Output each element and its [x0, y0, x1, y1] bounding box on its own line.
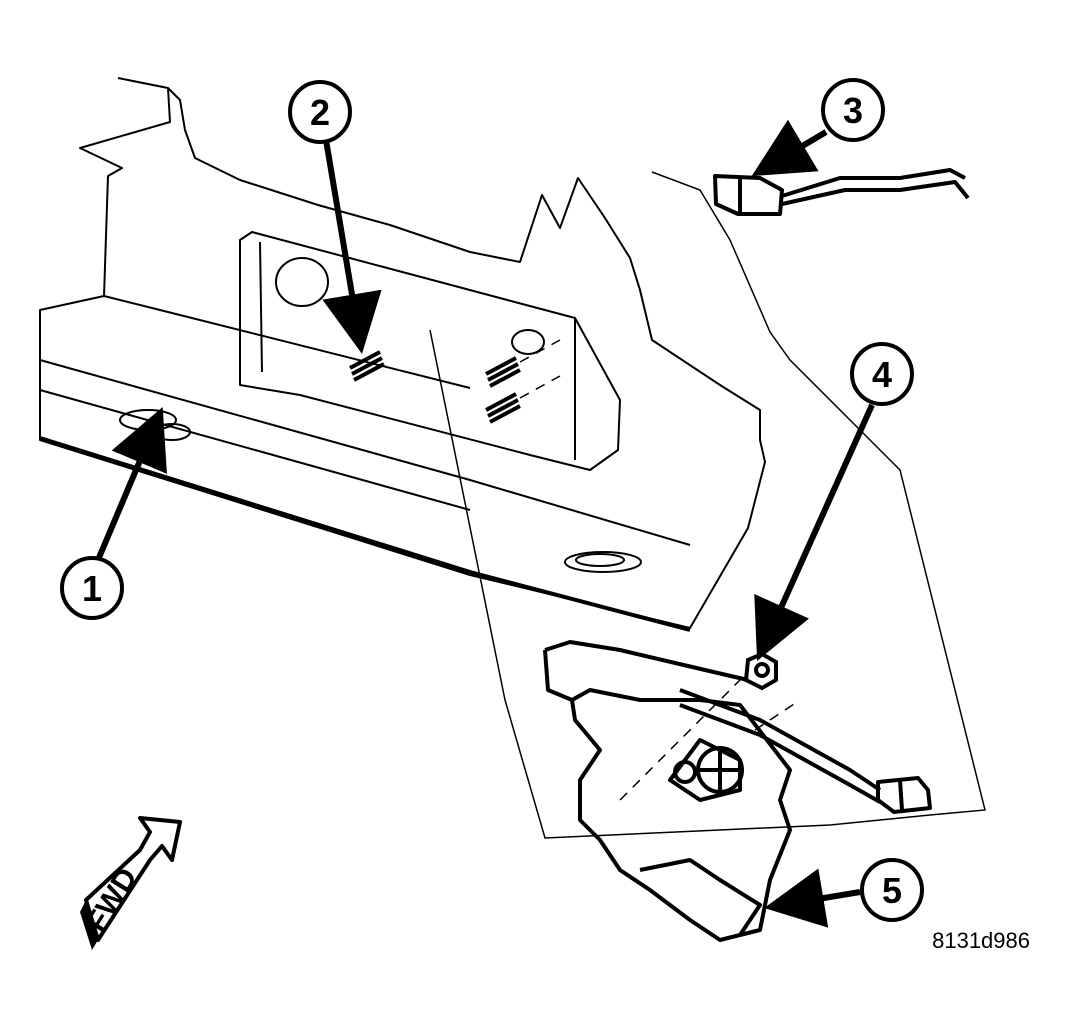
callout-5-label: 5 [882, 870, 902, 911]
callout-3-label: 3 [843, 90, 863, 131]
stud-guide-line [519, 339, 561, 399]
callout-3: 3 [821, 78, 885, 142]
leader-3 [751, 119, 828, 177]
door-panel [39, 77, 766, 632]
leader-2 [322, 139, 382, 354]
callout-2-label: 2 [310, 92, 330, 133]
forward-arrow-icon: FWD [80, 816, 182, 950]
door-latch [543, 640, 932, 942]
callout-1-label: 1 [82, 568, 102, 609]
callout-leaders [95, 119, 875, 928]
callout-4-label: 4 [872, 354, 892, 395]
stud [349, 350, 521, 424]
nut [743, 651, 778, 691]
wire-connector [713, 168, 970, 216]
callout-4: 4 [850, 342, 914, 406]
callout-1: 1 [60, 556, 124, 620]
callout-5: 5 [860, 858, 924, 922]
latch-guide-line [619, 679, 801, 801]
cutaway-panel [429, 171, 986, 839]
leader-4 [754, 403, 875, 661]
leader-1 [95, 406, 167, 562]
figure-id: 8131d986 [932, 928, 1030, 953]
callout-2: 2 [288, 80, 352, 144]
leader-5 [764, 868, 861, 928]
